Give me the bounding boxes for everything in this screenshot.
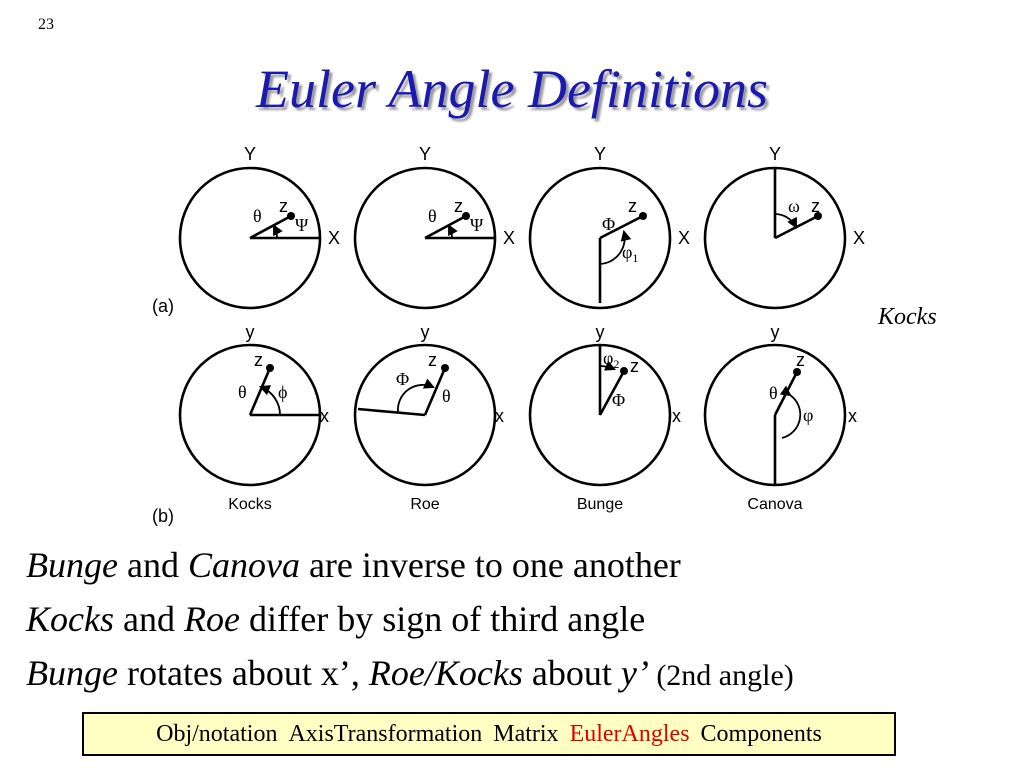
panel-a3: [528, 166, 672, 310]
axis-label-x: x: [320, 406, 329, 426]
z-label: z: [796, 350, 805, 370]
axis-label-y: Y: [594, 144, 606, 164]
angle-label: φ: [803, 405, 813, 425]
text-line-2: Kocks and Roe differ by sign of third an…: [26, 599, 646, 639]
row-label-b: (b): [152, 506, 174, 526]
axis-label-x: X: [503, 228, 515, 248]
axis-label-y: Y: [769, 144, 781, 164]
z-label: z: [454, 196, 463, 216]
convention-label: Canova: [747, 496, 802, 513]
angle-label: Ψ: [295, 215, 309, 235]
axis-label-x: x: [672, 406, 681, 426]
angle-label: θ: [253, 206, 262, 226]
axis-label-y: y: [596, 322, 605, 342]
angle-label: θ: [442, 386, 451, 406]
panel-a2: [353, 166, 497, 310]
angle-label: Ψ: [470, 215, 484, 235]
axis-label-y: y: [421, 322, 430, 342]
angle-label: θ: [428, 206, 437, 226]
convention-label: Bunge: [577, 496, 623, 513]
convention-label: Roe: [410, 496, 439, 513]
text-line-1: Bunge and Canova are inverse to one anot…: [26, 545, 681, 585]
z-label: z: [628, 196, 637, 216]
text-line-3: Bunge rotates about x’, Roe/Kocks about …: [26, 653, 794, 693]
z-dot: [266, 364, 274, 372]
side-note: Kocks: [878, 304, 937, 330]
axis-label-x: x: [495, 406, 504, 426]
axis-label-x: X: [328, 228, 340, 248]
axis-label-y: y: [246, 322, 255, 342]
panel-b1: [178, 343, 322, 487]
angle-label: φ2: [603, 348, 619, 371]
topic-navigation-bar: Obj/notation AxisTransformation Matrix E…: [82, 712, 896, 756]
angle-label: θ: [238, 382, 247, 402]
angle-label: θ: [769, 383, 778, 403]
z-dot: [814, 212, 822, 220]
z-dot: [287, 212, 295, 220]
panel-b3: [528, 343, 672, 487]
angle-label: ϕ: [278, 382, 287, 402]
z-label: z: [630, 356, 639, 376]
z-dot: [793, 368, 801, 376]
nav-link-euler-angles[interactable]: EulerAngles: [569, 720, 690, 747]
z-label: z: [279, 196, 288, 216]
z-label: z: [254, 350, 263, 370]
z-dot: [441, 364, 449, 372]
panel-a1: [178, 166, 322, 310]
angle-label: ω: [788, 196, 800, 216]
panel-b4: [703, 343, 847, 487]
panel-a4: [703, 166, 847, 310]
angle-label: Φ: [396, 369, 409, 389]
z-dot: [620, 367, 628, 375]
angle-label: Φ: [612, 390, 625, 410]
z-label: z: [428, 350, 437, 370]
slide-number: 23: [38, 16, 54, 33]
axis-label-y: Y: [419, 144, 431, 164]
z-dot: [462, 212, 470, 220]
nav-link-axis-transformation[interactable]: AxisTransformation: [288, 720, 483, 747]
z-dot: [639, 212, 647, 220]
angle-label: φ1: [622, 242, 638, 265]
axis-label-x: x: [848, 406, 857, 426]
row-label-a: (a): [152, 296, 174, 316]
axis-label-y: Y: [244, 144, 256, 164]
panel-b2: [353, 343, 497, 487]
slide-title: Euler Angle Definitions: [256, 59, 768, 119]
nav-link-components[interactable]: Components: [700, 720, 822, 747]
euler-angle-figure: Y X z θ Ψ Y X z θ Ψ Y X z Φ φ1 Y X z ω (…: [152, 144, 865, 526]
angle-label: Φ: [602, 214, 615, 234]
z-label: z: [811, 196, 820, 216]
nav-link-obj-notation[interactable]: Obj/notation: [156, 720, 278, 747]
convention-label: Kocks: [228, 496, 272, 513]
axis-label-y: y: [771, 322, 780, 342]
nav-link-matrix[interactable]: Matrix: [493, 720, 559, 747]
axis-label-x: X: [678, 228, 690, 248]
axis-label-x: X: [853, 228, 865, 248]
